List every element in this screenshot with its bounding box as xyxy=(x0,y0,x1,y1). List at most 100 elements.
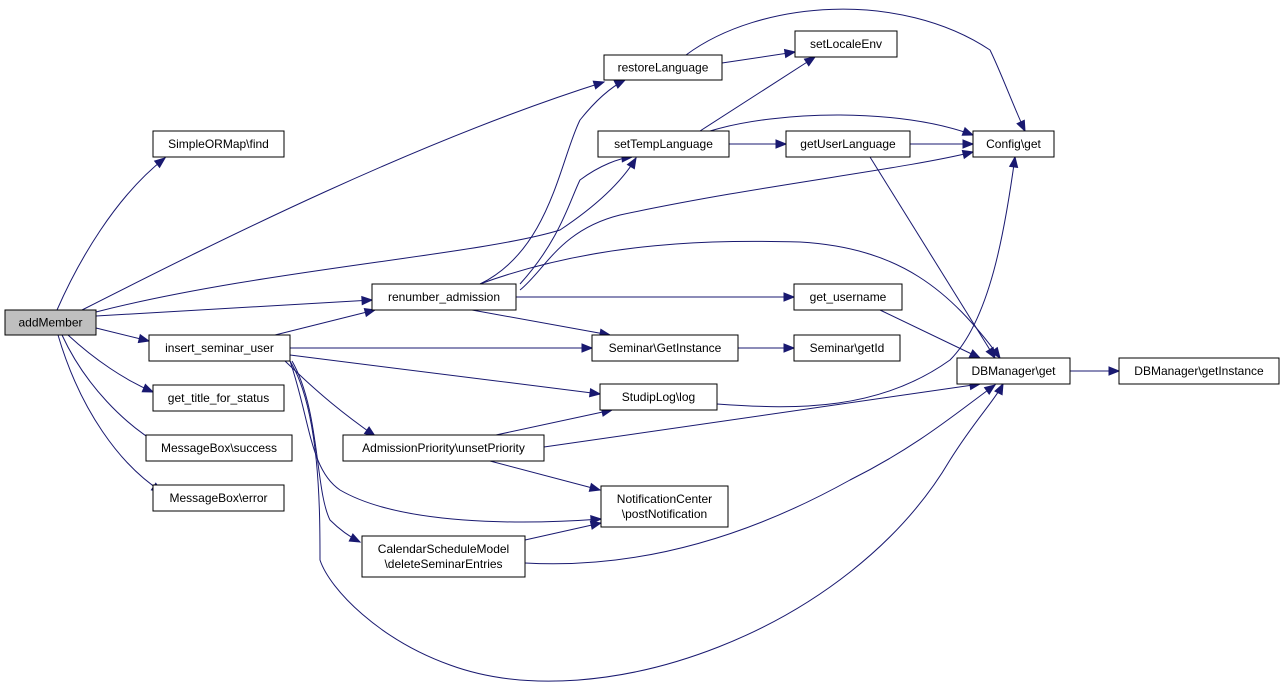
node-label: DBManager\getInstance xyxy=(1134,364,1264,378)
edge-line xyxy=(479,240,1001,359)
edge-line xyxy=(495,409,613,436)
function-node-insertSeminarUser[interactable]: insert_seminar_user xyxy=(148,334,291,362)
function-node-setTempLanguage[interactable]: setTempLanguage xyxy=(597,130,730,158)
edge-line xyxy=(289,360,602,523)
node-label: CalendarScheduleModel xyxy=(378,542,509,556)
node-box xyxy=(603,54,723,81)
function-node-getUsername[interactable]: get_username xyxy=(793,283,903,311)
edge-line xyxy=(95,157,637,313)
edge-renumber-to-restoreLanguage xyxy=(479,79,627,285)
arrowhead-icon xyxy=(961,126,975,136)
arrowhead-icon xyxy=(589,520,603,530)
node-label: insert_seminar_user xyxy=(165,341,274,355)
arrowhead-icon xyxy=(153,157,167,169)
node-label: Seminar\GetInstance xyxy=(609,341,722,355)
edge-restoreLanguage-to-setLocaleEnv xyxy=(721,48,797,64)
arrowhead-icon xyxy=(783,292,796,302)
edge-renumber-to-dbGet xyxy=(479,240,1001,360)
node-box xyxy=(361,535,526,578)
node-label: MessageBox\error xyxy=(169,491,267,505)
function-node-configGet[interactable]: Config\get xyxy=(972,130,1055,158)
edge-unsetPriority-to-postNotification xyxy=(489,460,602,492)
node-box xyxy=(148,334,291,362)
edge-line xyxy=(519,151,974,291)
node-label: SimpleORMap\find xyxy=(168,137,269,151)
node-label: getUserLanguage xyxy=(800,137,896,151)
function-node-msgSuccess[interactable]: MessageBox\success xyxy=(145,434,293,462)
call-edges xyxy=(56,8,1121,682)
edge-getUserLanguage-to-configGet xyxy=(910,139,975,149)
edge-setTempLanguage-to-setLocaleEnv xyxy=(699,56,817,132)
node-label: AdmissionPriority\unsetPriority xyxy=(362,441,525,455)
edge-setTempLanguage-to-configGet xyxy=(709,114,975,136)
function-node-seminarGetInstance[interactable]: Seminar\GetInstance xyxy=(591,334,739,362)
node-label: addMember xyxy=(18,316,82,330)
edge-line xyxy=(57,334,163,493)
node-box xyxy=(597,130,730,158)
node-label: StudipLog\log xyxy=(622,390,695,404)
node-box xyxy=(972,130,1055,158)
arrowhead-icon xyxy=(588,387,602,398)
arrowhead-icon xyxy=(783,48,797,59)
node-label: NotificationCenter xyxy=(617,492,712,506)
function-node-getUserLanguage[interactable]: getUserLanguage xyxy=(785,130,911,158)
arrowhead-icon xyxy=(581,343,594,353)
function-node-setLocaleEnv[interactable]: setLocaleEnv xyxy=(794,30,898,58)
node-label: DBManager\get xyxy=(971,364,1056,378)
node-box xyxy=(600,485,729,528)
function-node-dbGet[interactable]: DBManager\get xyxy=(956,357,1071,385)
node-box xyxy=(371,283,517,311)
edge-line xyxy=(56,157,166,311)
node-box xyxy=(342,434,545,462)
function-nodes: addMember SimpleORMap\find restoreLanguage… xyxy=(4,30,1280,578)
edge-addMember-to-titleForStatus xyxy=(67,334,155,393)
function-node-addMember[interactable]: addMember xyxy=(4,309,97,336)
arrowhead-icon xyxy=(141,383,155,393)
edge-deleteSeminarEntries-to-dbGet xyxy=(524,384,997,565)
node-box xyxy=(1118,357,1280,385)
arrowhead-icon xyxy=(994,382,1004,396)
function-node-deleteSeminarEntries[interactable]: CalendarScheduleModel\deleteSeminarEntri… xyxy=(361,535,526,578)
arrowhead-icon xyxy=(626,156,637,170)
node-box xyxy=(793,283,903,311)
edge-addMember-to-restoreLanguage xyxy=(81,80,606,311)
edge-line xyxy=(721,51,796,64)
function-node-titleForStatus[interactable]: get_title_for_status xyxy=(152,384,285,412)
edge-setTempLanguage-to-getUserLanguage xyxy=(729,139,788,149)
node-box xyxy=(793,334,901,362)
arrowhead-icon xyxy=(348,533,362,543)
edge-line xyxy=(685,8,1026,132)
edge-insertSeminarUser-to-renumber xyxy=(274,307,377,336)
node-label: restoreLanguage xyxy=(618,61,709,75)
edge-line xyxy=(284,360,376,437)
arrowhead-icon xyxy=(137,333,151,344)
node-label: setTempLanguage xyxy=(614,137,713,151)
edge-line xyxy=(699,56,816,132)
edge-line xyxy=(879,309,981,359)
edge-line xyxy=(81,81,605,311)
function-node-studipLog[interactable]: StudipLog\log xyxy=(599,383,718,411)
function-node-restoreLanguage[interactable]: restoreLanguage xyxy=(603,54,723,81)
edge-insertSeminarUser-to-seminarGetInstance xyxy=(290,343,594,353)
arrowhead-icon xyxy=(983,384,997,395)
function-node-seminarGetId[interactable]: Seminar\getId xyxy=(793,334,901,362)
arrowhead-icon xyxy=(989,346,1001,360)
function-node-unsetPriority[interactable]: AdmissionPriority\unsetPriority xyxy=(342,434,545,462)
edge-line xyxy=(489,460,601,491)
node-label: \postNotification xyxy=(622,507,707,521)
function-node-postNotification[interactable]: NotificationCenter\postNotification xyxy=(600,485,729,528)
node-box xyxy=(152,130,285,158)
edge-line xyxy=(716,156,1016,408)
edge-insertSeminarUser-to-dbGet xyxy=(289,360,1004,682)
node-box xyxy=(794,30,898,58)
function-node-dbGetInstance[interactable]: DBManager\getInstance xyxy=(1118,357,1280,385)
function-node-find[interactable]: SimpleORMap\find xyxy=(152,130,285,158)
function-node-msgError[interactable]: MessageBox\error xyxy=(152,484,285,512)
edge-line xyxy=(289,360,1004,682)
arrowhead-icon xyxy=(803,56,817,67)
function-node-renumber[interactable]: renumber_admission xyxy=(371,283,517,311)
node-label: \deleteSeminarEntries xyxy=(384,557,502,571)
node-label: get_username xyxy=(810,290,887,304)
edge-line xyxy=(289,354,601,395)
